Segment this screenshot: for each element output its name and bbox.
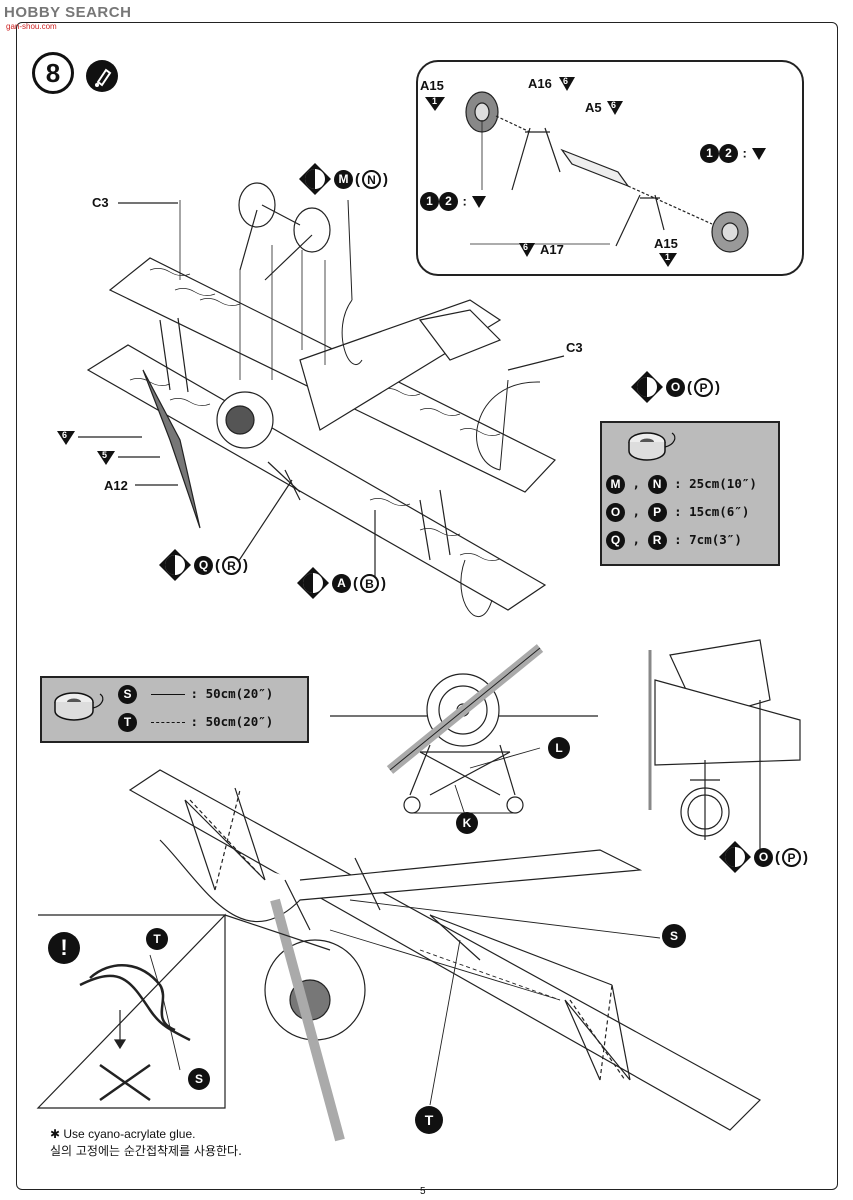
rigging-icon: [299, 163, 331, 195]
rigging-length-box: S : 50cm(20″) T : 50cm(20″): [40, 676, 309, 743]
qty-triangle-5: [97, 451, 115, 465]
rigging-callout-m-n: M(N): [298, 162, 388, 196]
glue-note: ✱ Use cyano-acrylate glue. 실의 고정에는 순간접착제…: [50, 1126, 242, 1160]
qty-triangle-6: [57, 431, 75, 445]
part-label-a5: A5: [585, 100, 602, 115]
label-s-knot: S: [188, 1068, 210, 1090]
rigging-icon: [297, 567, 329, 599]
qty-triangle-a16: [559, 77, 575, 91]
label-t-knot: T: [146, 928, 168, 950]
qty-a15-bottom: 1: [665, 252, 671, 262]
qty-a17: 6: [523, 242, 529, 252]
part-label-a12: A12: [104, 478, 128, 493]
label-t: T: [415, 1106, 443, 1134]
label-k: K: [456, 812, 478, 834]
rigging-row-s: S : 50cm(20″): [118, 685, 273, 704]
step-number: 8: [32, 52, 74, 94]
rigging-callout-o-p-side: O(P): [718, 840, 808, 874]
part-label-a17: A17: [540, 242, 564, 257]
part-label-c3-right: C3: [566, 340, 583, 355]
rigging-callout-a-b: A(B): [296, 566, 386, 600]
qty-a16: 6: [563, 76, 569, 86]
qty-triangle-a5: [607, 101, 623, 115]
qty-triangle-a15-top: [425, 97, 445, 111]
qty-a15-top: 1: [432, 96, 438, 106]
rigging-callout-o-p: O(P): [630, 370, 720, 404]
glue-note-en: ✱ Use cyano-acrylate glue.: [50, 1127, 196, 1141]
part-label-a15-bottom: A15: [654, 236, 678, 251]
thread-length-box: M , N : 25cm(10″) O , P : 15cm(6″) Q , R…: [600, 421, 780, 566]
watermark-title: HOBBY SEARCH: [4, 4, 132, 21]
rigging-icon: [719, 841, 751, 873]
rigging-callout-q-r: Q(R): [158, 548, 248, 582]
qty-triangle-a17: [519, 243, 535, 257]
thread-spool-icon: [628, 432, 676, 461]
qty-a5: 6: [611, 100, 617, 110]
rigging-row-t: T : 50cm(20″): [118, 713, 273, 732]
thread-spool-icon: [54, 692, 104, 721]
glue-note-ko: 실의 고정에는 순간접착제를 사용한다.: [50, 1144, 242, 1158]
page-number: 5: [420, 1186, 426, 1197]
watermark-subtitle: gan-shou.com: [6, 22, 57, 31]
part-label-a16: A16: [528, 76, 552, 91]
label-l: L: [548, 737, 570, 759]
part-label-a15-top: A15: [420, 78, 444, 93]
thread-row-q-r: Q , R : 7cm(3″): [606, 531, 742, 550]
label-s: S: [662, 924, 686, 948]
glue-icon: [86, 60, 118, 92]
rigging-icon: [159, 549, 191, 581]
qty-6: 6: [62, 430, 68, 440]
thread-row-o-p: O , P : 15cm(6″): [606, 503, 749, 522]
warning-icon: !: [48, 932, 80, 964]
rigging-icon: [631, 371, 663, 403]
wheel-assembly-inset: [416, 60, 804, 276]
thread-row-m-n: M , N : 25cm(10″): [606, 475, 757, 494]
page-frame: [16, 22, 838, 1190]
part-label-c3-left: C3: [92, 195, 109, 210]
qty-5: 5: [102, 450, 108, 460]
qty-triangle-a15-bottom: [659, 253, 677, 267]
